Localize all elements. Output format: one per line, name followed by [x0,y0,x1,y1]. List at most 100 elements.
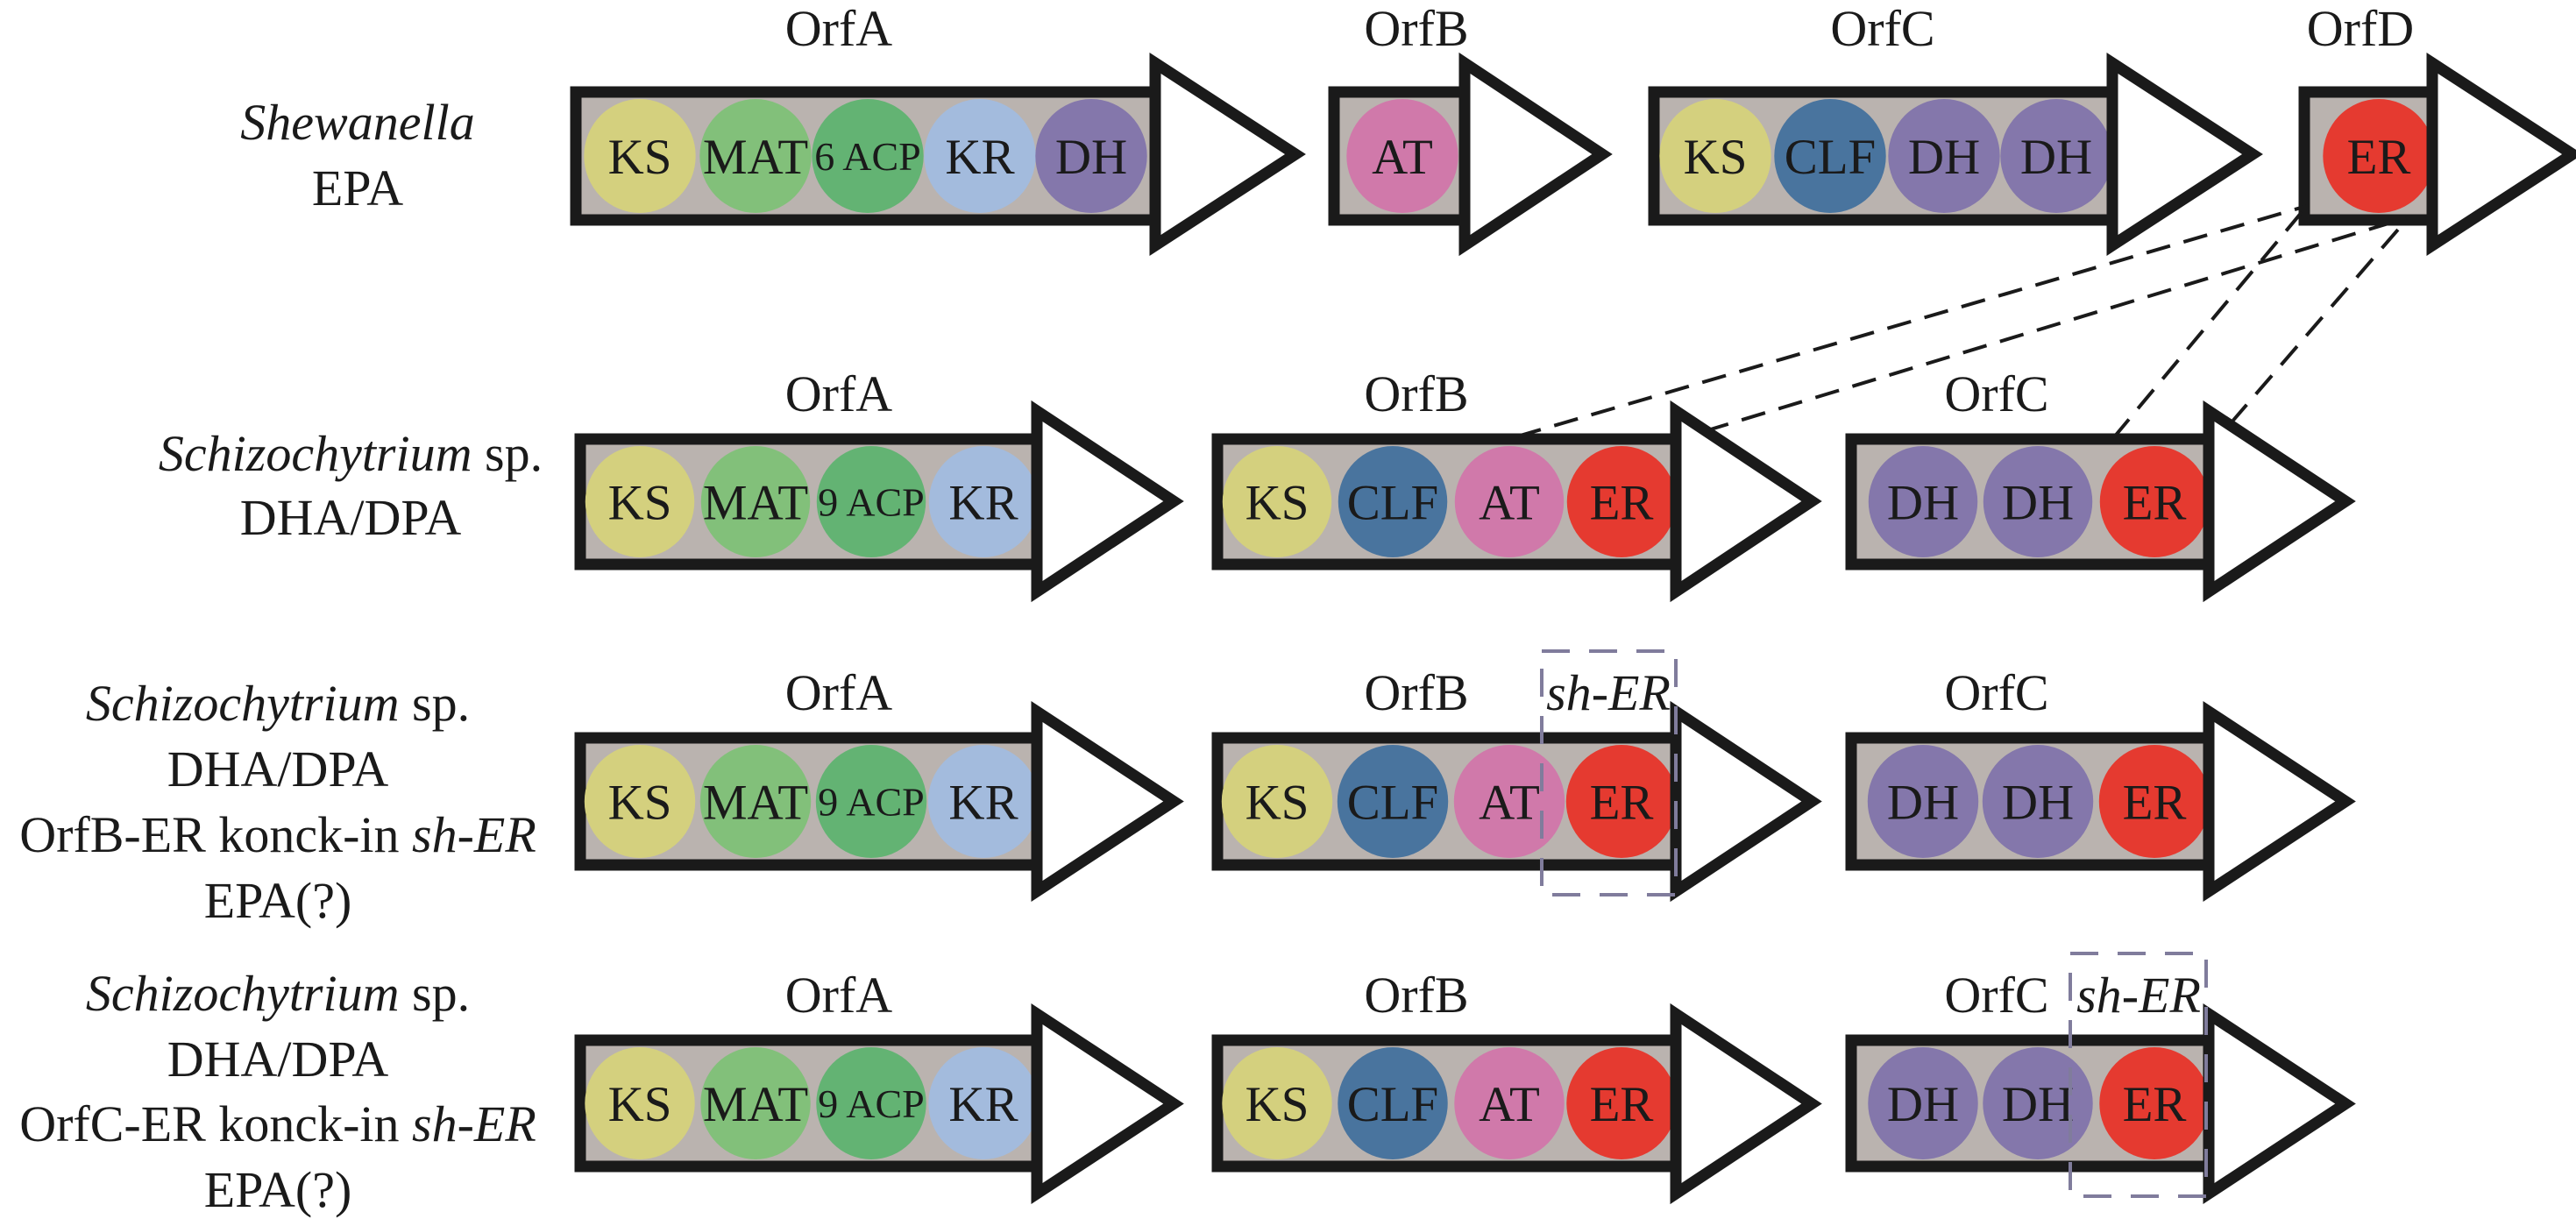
domain-label: AT [1479,476,1540,531]
gene-name-label: OrfA [785,0,893,57]
organism-label-line-segment: EPA [312,159,403,216]
domain-label: DH [2020,130,2092,185]
gene-arrowhead [2203,700,2356,903]
domain-dh: DH [1888,99,2000,213]
organism-label-line: EPA(?) [204,872,352,929]
domain-circle [699,99,812,213]
domain-circle [700,446,811,557]
domain-er: ER [2099,446,2210,557]
organism-label-line-segment: DHA/DPA [167,1031,389,1088]
domain-kr: KR [924,99,1036,213]
domain-label: KS [1245,776,1309,831]
knockin-dashed-box [2069,952,2208,1198]
homology-link-line [1704,216,2409,433]
organism-label-line-segment: Schizochytrium [86,965,400,1022]
gene-arrowhead [2426,53,2576,256]
domain-circle [812,99,924,213]
organism-label-line-segment: OrfC-ER konck-in [19,1095,412,1152]
organism-label-line: Shewanella [240,94,474,151]
domain-label: DH [1908,130,1980,185]
organism-row-schizochytrium-orfc-knockin: Schizochytrium sp.DHA/DPA OrfC-ER konck-i… [19,952,2356,1218]
domain-circle [2000,99,2112,213]
organism-label-line-segment: Schizochytrium [86,675,400,732]
domain-er: ER [2098,745,2211,858]
domain-label: KS [608,1077,672,1132]
organism-label-line-segment: - [458,1095,474,1152]
domain-circle [1983,446,2093,557]
domain-er: ER [1566,1047,1677,1159]
organism-label-line-segment: OrfB-ER konck-in [19,806,412,863]
domain-acp: 9 ACP [815,745,927,858]
domain-clf: CLF [1337,745,1449,858]
domain-dh: DH [1867,745,1979,858]
domain-ks: KS [585,1047,695,1159]
domain-circle [927,745,1040,858]
domain-clf: CLF [1774,99,1886,213]
organism-label-line-segment: DHA/DPA [167,741,389,797]
knockin-label: sh-ER [2076,967,2201,1024]
domain-ks: KS [1221,745,1333,858]
knockin-label-segment: - [1592,664,1608,721]
domain-label: MAT [703,1077,808,1132]
domain-circle [1867,745,1979,858]
domain-circle [1338,446,1448,557]
gene-name-label: OrfB [1364,0,1468,57]
gene-name-label: OrfC [1944,967,2048,1024]
gene-arrowhead [1149,53,1306,256]
domain-circle [2099,1047,2210,1159]
domain-circle [1566,1047,1677,1159]
organism-label-line-segment: EPA(?) [204,1161,352,1218]
domain-label: ER [1590,776,1654,831]
domain-ks: KS [1222,1047,1332,1159]
domain-circle [816,446,926,557]
domain-circle [585,1047,695,1159]
gene-name-label: OrfA [785,664,893,721]
domain-label: DH [1887,776,1959,831]
gene-name-label: OrfA [785,967,893,1024]
homology-link-line [2111,204,2309,440]
domain-label: DH [1887,476,1959,531]
knockin-dashed-box [1540,649,1678,896]
organism-label-line-segment: sp. [400,965,471,1022]
domain-circle [1454,1047,1565,1159]
domain-label: KR [948,476,1018,531]
organism-label: Schizochytrium sp.DHA/DPA OrfC-ER konck-i… [19,965,536,1218]
gene-arrowhead [1031,1003,1184,1205]
domain-dh: DH [1868,446,1978,557]
organism-label-line-segment: DHA/DPA [240,489,462,546]
domain-circle [1565,745,1678,858]
sh-er-knockin-region: sh-ER [1540,649,1678,896]
domain-circle [928,446,1039,557]
domain-circle [1983,1047,2093,1159]
domain-circle [1982,745,2094,858]
domain-kr: KR [927,745,1040,858]
organism-label: Schizochytrium sp. DHA/DPA [159,425,543,546]
domain-circle [2099,446,2210,557]
domain-label: 6 ACP [814,134,920,179]
domain-at: AT [1454,446,1565,557]
domain-dh: DH [1035,99,1147,213]
domain-ks: KS [585,446,695,557]
domain-circle [1338,1047,1448,1159]
domain-circle [1659,99,1771,213]
domain-circle [1774,99,1886,213]
domain-circle [1454,446,1565,557]
domain-label: CLF [1785,130,1877,185]
domain-label: KS [608,776,672,831]
organism-label-line: Schizochytrium sp. [159,425,543,482]
domain-circle [1868,446,1978,557]
domain-mat: MAT [699,99,812,213]
gene-arrowhead [2203,400,2356,603]
knockin-label-segment: ER [2138,967,2201,1024]
knockin-label-segment: - [2122,967,2139,1024]
domain-label: 9 ACP [818,1081,924,1126]
gene-name-label: OrfD [2307,0,2414,57]
domain-clf: CLF [1338,1047,1448,1159]
domain-circle [585,446,695,557]
